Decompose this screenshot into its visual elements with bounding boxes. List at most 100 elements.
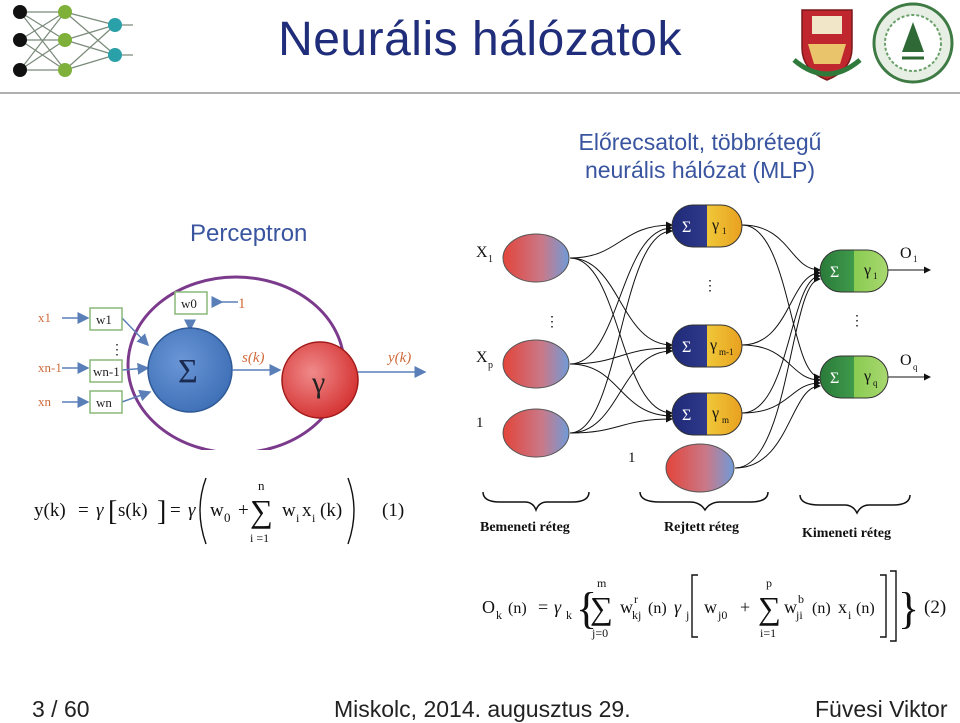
eq2-plus: + — [740, 597, 750, 617]
hidden-m-sigma: Σ — [682, 407, 691, 424]
output-o1-sub: 1 — [913, 254, 918, 264]
hidden-node-bias — [665, 443, 735, 493]
sum-symbol: Σ — [178, 353, 198, 390]
output-1-sigma: Σ — [830, 264, 839, 281]
eq2-w-r-sup: r — [634, 592, 638, 606]
eq1-gamma-1: γ — [96, 500, 104, 521]
eq1-s: s(k) — [118, 500, 148, 521]
eq1-lhs: y(k) — [34, 500, 66, 521]
eq1-eq-1: = — [78, 500, 89, 521]
weight-w0: w0 — [181, 296, 197, 311]
eq1-k: (k) — [320, 500, 342, 521]
input-x1-label: X — [476, 244, 488, 261]
eq2-w-b: w — [784, 597, 797, 617]
hidden-m-1-gamma-sub: m-1 — [719, 347, 734, 357]
eq2-lhs-sub: k — [496, 608, 502, 622]
hidden-1-sigma: Σ — [682, 219, 691, 236]
eq2-eq: = — [538, 597, 548, 617]
brace-output-layer — [799, 494, 911, 515]
weight-wn: wn — [96, 395, 112, 410]
hidden-node-1 — [671, 204, 743, 248]
eq1-x: x — [302, 500, 312, 521]
input-xp-label: X — [476, 349, 488, 366]
eq2-gamma-j: γ — [674, 597, 682, 617]
input-node-xp — [502, 339, 570, 389]
mlp-diagram: X 1 X p 1 ⋮ Σ γ 1 ⋮ Σ γ m-1 Σ γ m 1 Σ γ … — [476, 204, 931, 540]
eq2-sum2-bottom: i=1 — [760, 626, 776, 640]
equation-2: O k (n) = γ k { m ∑ j=0 w r kj (n) γ j w… — [482, 570, 946, 642]
eq2-sum2-top: p — [766, 576, 772, 590]
brace-hidden-layer — [639, 491, 769, 512]
eq2-rbrace: } — [898, 584, 919, 633]
input-node-x1 — [502, 233, 570, 283]
input-xn-1: xn-1 — [38, 360, 62, 375]
input-x1-sub: 1 — [488, 254, 493, 265]
eq1-plus: + — [238, 500, 249, 521]
eq2-gamma-k: γ — [554, 597, 562, 617]
output-node-1 — [819, 249, 889, 293]
input-xn: xn — [38, 394, 52, 409]
hidden-m-1-gamma: γ — [709, 337, 717, 354]
output-o1-label: O — [900, 245, 912, 262]
hidden-m-1-sigma: Σ — [682, 339, 691, 356]
output-oq-sub: q — [913, 362, 918, 372]
eq1-gamma-2: γ — [188, 500, 196, 521]
eq2-lhs: O — [482, 597, 495, 617]
eq2-gamma-k-sub: k — [566, 608, 572, 622]
eq1-w0-sub: 0 — [224, 510, 231, 525]
input-x1: x1 — [38, 310, 51, 325]
eq2-lbrace: { — [576, 584, 597, 633]
eq2-x-sub: i — [848, 608, 852, 622]
input-bias-label: 1 — [476, 415, 484, 431]
header-divider — [0, 92, 960, 94]
eq2-wj0-sub: j0 — [717, 608, 727, 622]
weight-w1: w1 — [96, 312, 112, 327]
eq1-number: (1) — [382, 500, 404, 521]
perceptron-label: Perceptron — [190, 220, 308, 247]
activation-symbol: γ — [311, 366, 325, 399]
eq2-sum1-bottom: j=0 — [591, 626, 608, 640]
hidden-1-gamma-sub: 1 — [722, 226, 727, 236]
hidden-ellipsis: ⋮ — [703, 279, 717, 294]
hidden-node-m — [671, 392, 743, 436]
output-q-sigma: Σ — [830, 370, 839, 387]
mlp-subtitle: Előrecsatolt, többrétegű neurális hálóza… — [540, 128, 860, 184]
page-title: Neurális hálózatok — [278, 13, 682, 66]
eq1-lparen — [199, 477, 207, 545]
eq2-w-r: w — [620, 597, 633, 617]
output-1-gamma: γ — [863, 262, 871, 279]
eq2-n-1: (n) — [508, 600, 527, 617]
weight-box-w1 — [89, 307, 123, 331]
output-q-gamma-sub: q — [873, 378, 878, 388]
eq2-n-3: (n) — [812, 600, 831, 617]
hidden-layer-label: Rejtett réteg — [664, 520, 739, 535]
output-oq-label: O — [900, 352, 912, 369]
brace-input-layer — [482, 491, 590, 513]
university-crest-icon — [792, 9, 862, 81]
input-xp-sub: p — [488, 360, 493, 371]
eq2-n-2: (n) — [648, 600, 667, 617]
output-node-q — [819, 355, 889, 399]
output-1-gamma-sub: 1 — [873, 271, 878, 281]
equation-1: y(k) = γ [ s(k) ] = γ w 0 + n ∑ i =1 w i… — [34, 477, 404, 545]
weight-box-wn-1 — [89, 359, 123, 383]
eq1-lbracket: [ — [108, 496, 117, 527]
perceptron-diagram: x1 xn-1 xn w1 wn-1 wn w0 1 ⋮ Σ γ s(k) y(… — [38, 275, 427, 450]
weight-box-w0 — [174, 291, 208, 315]
eq2-w-b-sup: b — [798, 592, 804, 606]
weight-box-wn — [89, 390, 123, 414]
eq1-rbracket: ] — [157, 496, 166, 527]
output-ellipsis: ⋮ — [850, 314, 864, 329]
perceptron-ellipsis: ⋮ — [110, 343, 124, 358]
eq2-gamma-j-sub: j — [685, 608, 689, 622]
mlp-subtitle-line-1: Előrecsatolt, többrétegű — [578, 129, 822, 155]
hidden-m-gamma: γ — [711, 405, 719, 422]
eq1-sum-top: n — [258, 478, 265, 493]
input-node-bias — [502, 408, 570, 458]
eq2-lbracket — [691, 574, 698, 638]
input-ellipsis: ⋮ — [545, 315, 559, 330]
s-label: s(k) — [242, 350, 265, 366]
mlp-subtitle-line-2: neurális hálózat (MLP) — [584, 157, 816, 183]
eq2-sum1-top: m — [597, 576, 607, 590]
eq1-x-sub: i — [312, 511, 316, 525]
